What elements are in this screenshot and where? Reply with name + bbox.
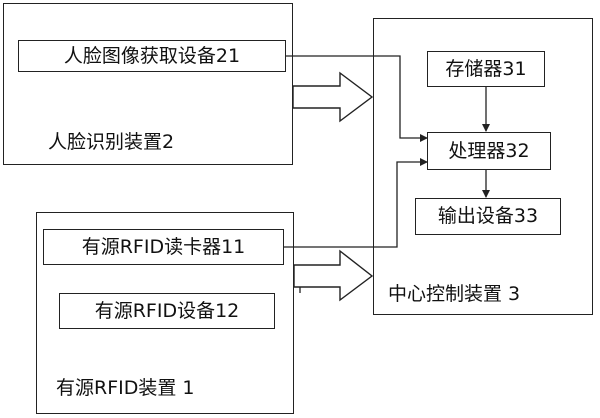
processor-box: 处理器32 <box>427 132 551 170</box>
rfid-reader-box: 有源RFID读卡器11 <box>43 229 284 265</box>
storage-label: 存储器31 <box>445 57 527 80</box>
rfid-equipment-label: 有源RFID设备12 <box>94 299 240 322</box>
rfid-device-block-arrow <box>293 249 374 302</box>
output-device-label: 输出设备33 <box>437 205 539 227</box>
face-recognition-device-box <box>3 3 293 165</box>
face-to-processor-line <box>286 55 428 142</box>
processor-label: 处理器32 <box>448 139 530 162</box>
storage-box: 存储器31 <box>427 51 545 87</box>
active-rfid-device-label: 有源RFID装置 1 <box>56 377 195 399</box>
reader-to-processor-line <box>284 158 428 248</box>
face-image-acquisition-box: 人脸图像获取设备21 <box>18 40 286 72</box>
output-device-box: 输出设备33 <box>415 198 561 235</box>
center-control-device-label: 中心控制装置 3 <box>388 283 521 305</box>
face-device-block-arrow <box>292 71 374 123</box>
face-image-acquisition-label: 人脸图像获取设备21 <box>63 44 241 67</box>
rfid-equipment-box: 有源RFID设备12 <box>59 293 275 329</box>
rfid-reader-label: 有源RFID读卡器11 <box>81 235 246 258</box>
face-recognition-device-label: 人脸识别装置2 <box>48 131 175 153</box>
